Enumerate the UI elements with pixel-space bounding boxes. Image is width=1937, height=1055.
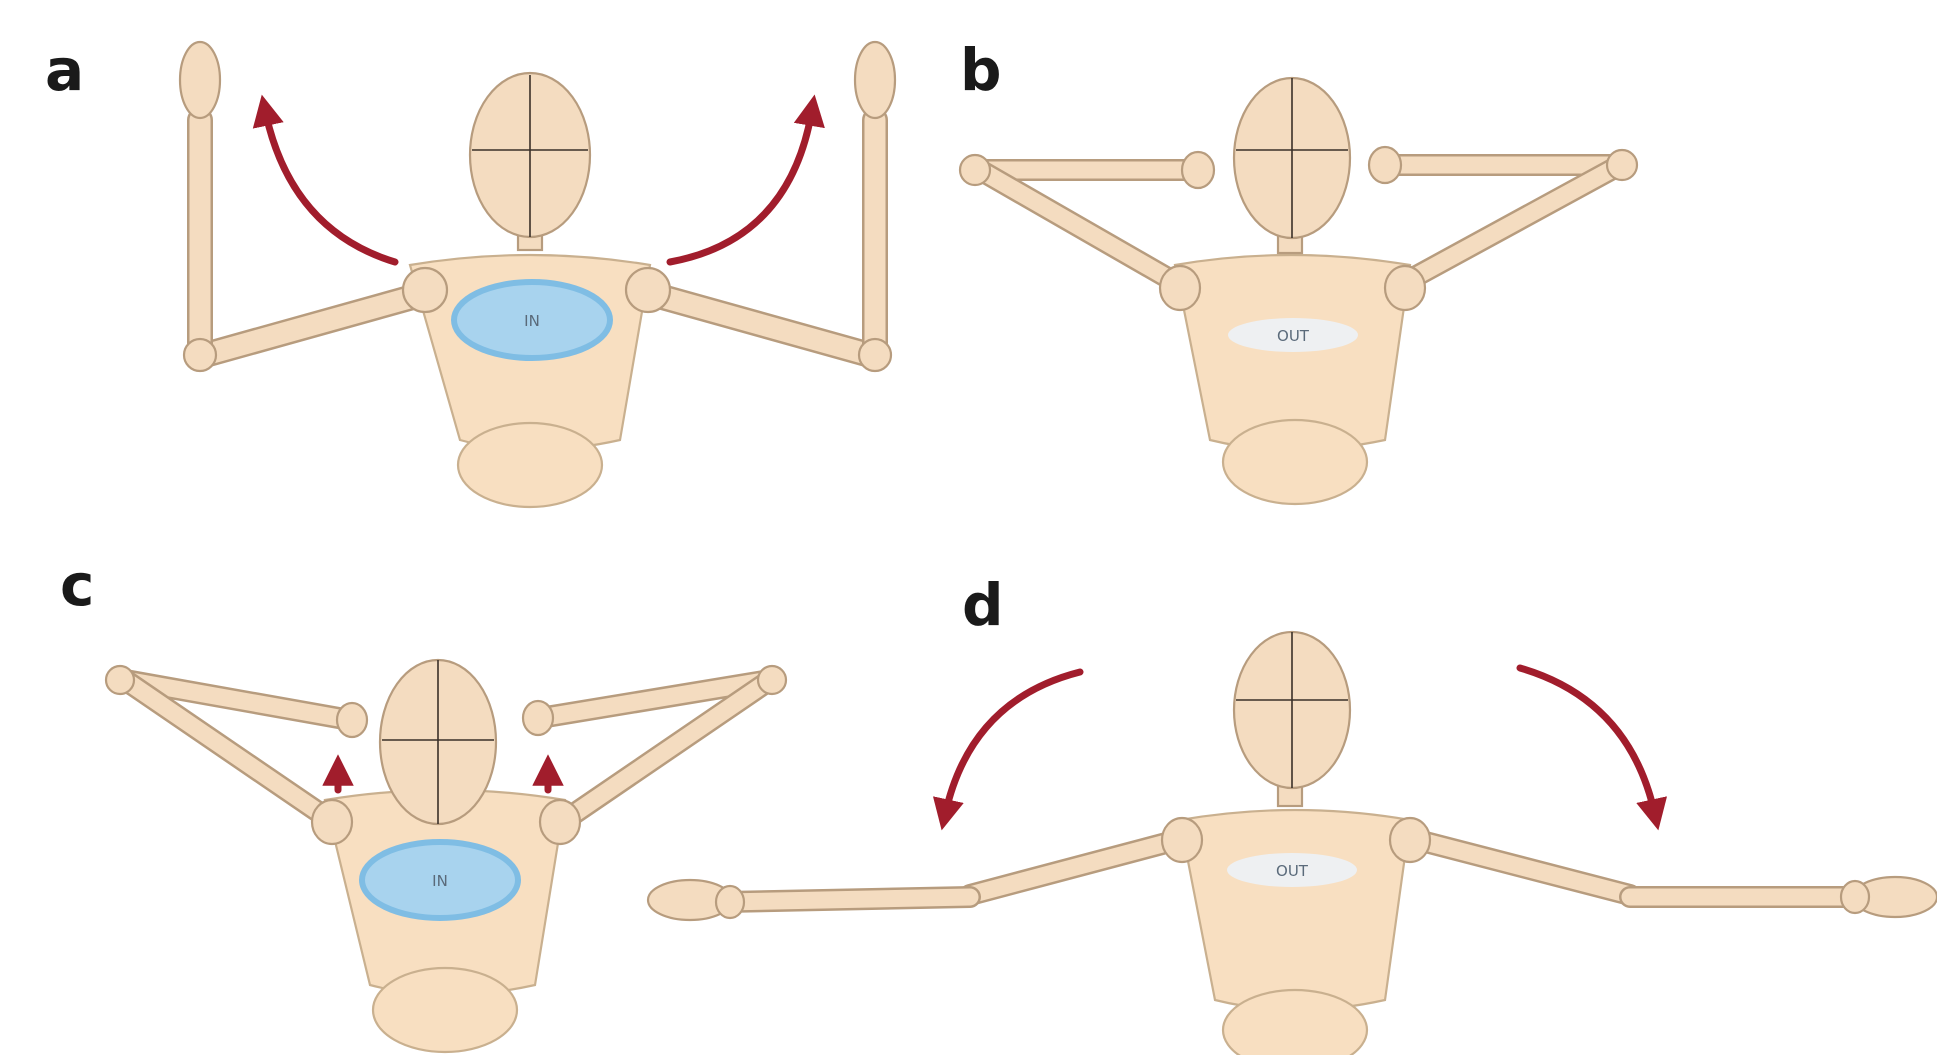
panel-b-label: b (960, 36, 1002, 104)
panel-a-label: a (45, 36, 84, 104)
panel-c-lung-label: IN (432, 872, 448, 890)
panel-c-pelvis (373, 968, 517, 1052)
panel-d-torso (1180, 810, 1410, 1010)
panel-d: d OUT (648, 571, 1937, 1055)
panel-a-right-up-arrow (670, 110, 812, 262)
panel-d-label: d (962, 571, 1004, 639)
panel-a: a IN (45, 36, 895, 507)
panel-d-right-down-arrow (1520, 668, 1655, 815)
panel-d-left-down-arrow (945, 672, 1080, 815)
panel-b-left-shoulder (1160, 266, 1200, 310)
panel-d-right-shoulder (1390, 818, 1430, 862)
panel-b-pelvis (1223, 420, 1367, 504)
panel-a-left-shoulder (403, 268, 447, 312)
panel-c-label: c (60, 551, 94, 619)
panel-c-right-shoulder (540, 800, 580, 844)
panel-d-left-shoulder (1162, 818, 1202, 862)
panel-a-pelvis (458, 423, 602, 507)
panel-a-right-shoulder (626, 268, 670, 312)
panel-b-lung-label: OUT (1277, 327, 1310, 345)
panel-d-lung-label: OUT (1276, 862, 1309, 880)
panel-b-right-shoulder (1385, 266, 1425, 310)
panel-c-left-shoulder (312, 800, 352, 844)
panel-a-lung-label: IN (524, 312, 540, 330)
panel-a-left-up-arrow (265, 110, 395, 262)
panel-b: b OUT (960, 36, 1637, 504)
panel-c: c IN (60, 551, 786, 1052)
